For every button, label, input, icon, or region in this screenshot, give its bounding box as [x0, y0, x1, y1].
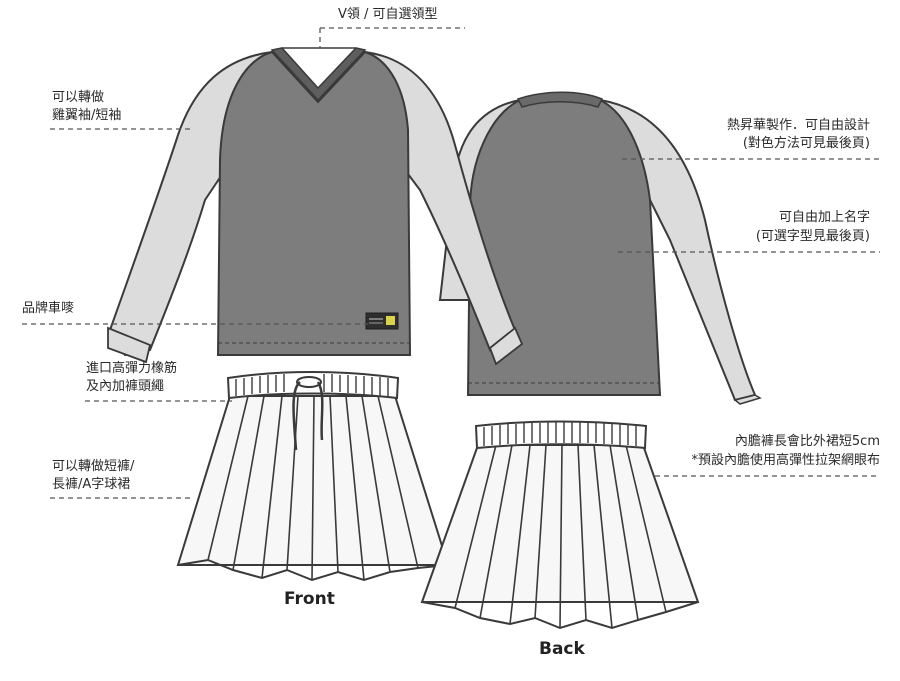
front-left-cuff — [107, 326, 152, 364]
back-shirt — [438, 91, 762, 405]
label-waist-line2: 及內加褲頭繩 — [86, 379, 165, 394]
label-name-line2: (可選字型見最後頁) — [755, 229, 870, 244]
label-inner-shorts-line1: 內膽褲長會比外裙短5cm — [734, 434, 880, 449]
label-sublimation-line1: 熱昇華製作．可自由設計 — [726, 118, 870, 133]
back-skirt — [420, 420, 700, 630]
label-skirt-type-line1: 可以轉做短褲/ — [52, 459, 135, 474]
front-shirt — [107, 47, 524, 366]
label-sublimation-line2: (對色方法可見最後頁) — [742, 136, 870, 151]
view-label-front: Front — [284, 589, 335, 609]
view-label-back: Back — [539, 639, 585, 659]
label-sleeve-line2: 雞翼袖/短袖 — [52, 108, 122, 123]
front-body — [216, 50, 412, 356]
label-waist-line1: 進口高彈力橡筋 — [86, 361, 178, 376]
label-skirt-type-line2: 長褲/A字球裙 — [52, 477, 131, 492]
label-collar: V領 / 可自選領型 — [338, 7, 438, 22]
leader-lines — [22, 27, 880, 499]
front-right-cuff — [488, 326, 524, 366]
back-collar — [516, 91, 604, 108]
label-brand-patch: 品牌車嘜 — [22, 301, 75, 316]
label-inner-shorts-line2: *預設內膽使用高彈性拉架網眼布 — [691, 453, 880, 468]
front-skirt — [176, 371, 450, 582]
label-sleeve-line1: 可以轉做 — [52, 90, 105, 105]
label-name-line1: 可自由加上名字 — [778, 210, 870, 225]
